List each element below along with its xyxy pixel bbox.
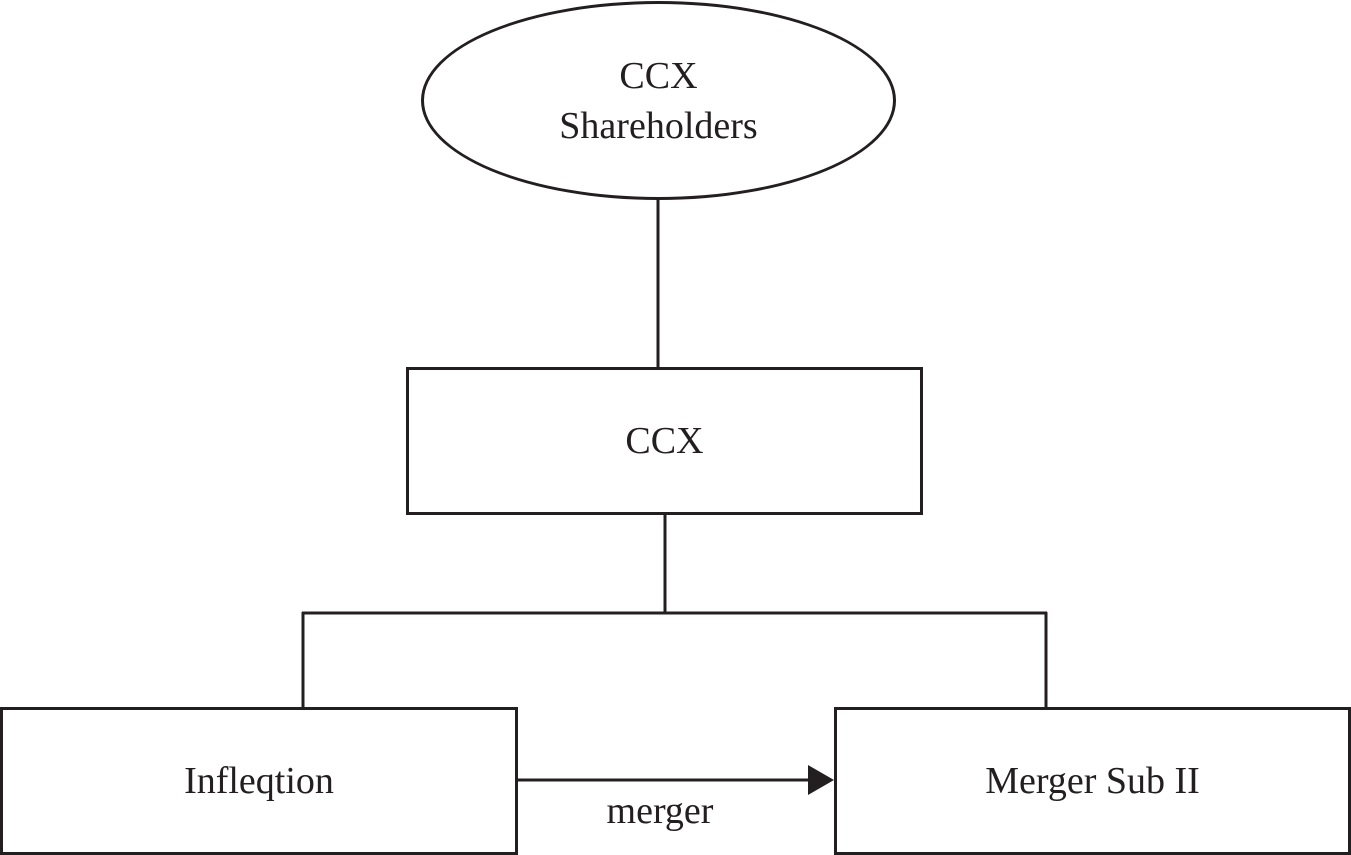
merger-sub-ii-label: Merger Sub II [985, 760, 1200, 802]
merger-arrowhead [808, 765, 834, 795]
infleqtion-label: Infleqtion [184, 760, 334, 802]
ccx-label: CCX [625, 420, 704, 462]
ccx-node: CCX [406, 367, 923, 515]
ccx-shareholders-line2: Shareholders [559, 104, 758, 147]
infleqtion-node: Infleqtion [0, 707, 518, 855]
ccx-shareholders-node: CCX Shareholders [421, 1, 896, 200]
merger-sub-ii-node: Merger Sub II [834, 707, 1351, 855]
ccx-shareholders-line1: CCX [619, 54, 698, 97]
merger-edge-label: merger [606, 790, 714, 832]
